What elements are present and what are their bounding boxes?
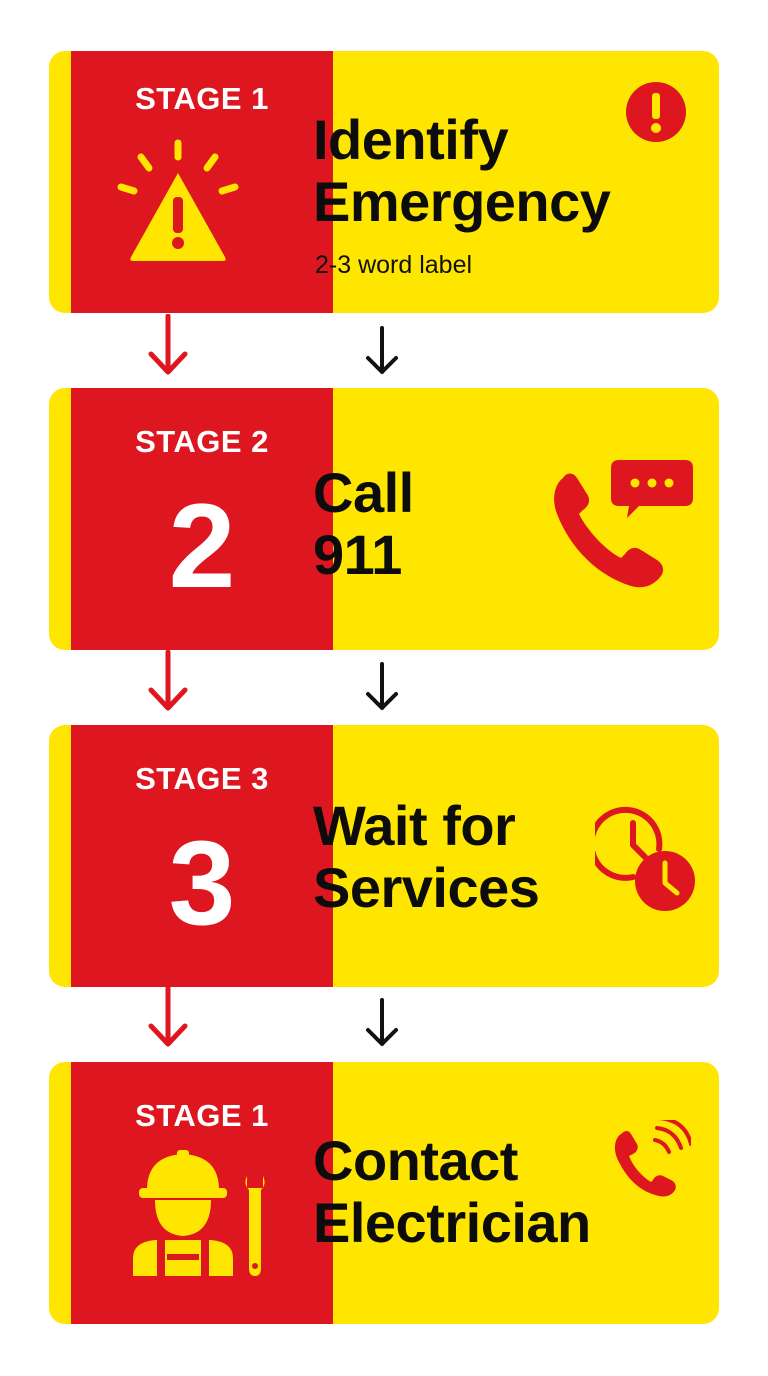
stage-subtitle: 2-3 word label: [315, 251, 473, 279]
stage-panel: STAGE 1: [71, 1062, 333, 1324]
down-arrow-black: [366, 998, 398, 1046]
stage-card-3: STAGE 3 3 Wait for Services: [49, 725, 719, 987]
stage-card-4: STAGE 1 Contact Electrician: [49, 1062, 719, 1324]
down-arrow-red: [148, 986, 188, 1047]
stage-title: Contact Electrician: [313, 1129, 591, 1254]
stage-title: Identify Emergency: [313, 108, 611, 233]
stage-title: Wait for Services: [313, 794, 540, 919]
stage-number: 3: [168, 816, 236, 950]
stage-label: STAGE 3: [135, 761, 269, 796]
stage-panel: STAGE 2 2: [71, 388, 333, 650]
warning-triangle-icon: [117, 139, 239, 261]
stage-panel: STAGE 3 3: [71, 725, 333, 987]
down-arrow-black: [366, 662, 398, 710]
stage-card-1: STAGE 1 Identify Emergency 2-3 word labe…: [49, 51, 719, 313]
stage-panel: STAGE 1: [71, 51, 333, 313]
stage-label: STAGE 1: [135, 1098, 269, 1133]
stage-label: STAGE 2: [135, 424, 269, 459]
electrician-worker-icon: [133, 1150, 265, 1276]
down-arrow-red: [148, 650, 188, 711]
stage-card-2: STAGE 2 2 Call 911: [49, 388, 719, 650]
exclamation-circle-icon: [626, 82, 686, 142]
phone-ringing-icon: [614, 1120, 691, 1197]
down-arrow-black: [366, 326, 398, 374]
down-arrow-red: [148, 314, 188, 375]
stage-title: Call 911: [313, 461, 414, 586]
stage-number: 2: [168, 479, 236, 613]
clock-icon: [595, 806, 695, 911]
stage-label: STAGE 1: [135, 81, 269, 116]
phone-chat-icon: [554, 460, 693, 588]
